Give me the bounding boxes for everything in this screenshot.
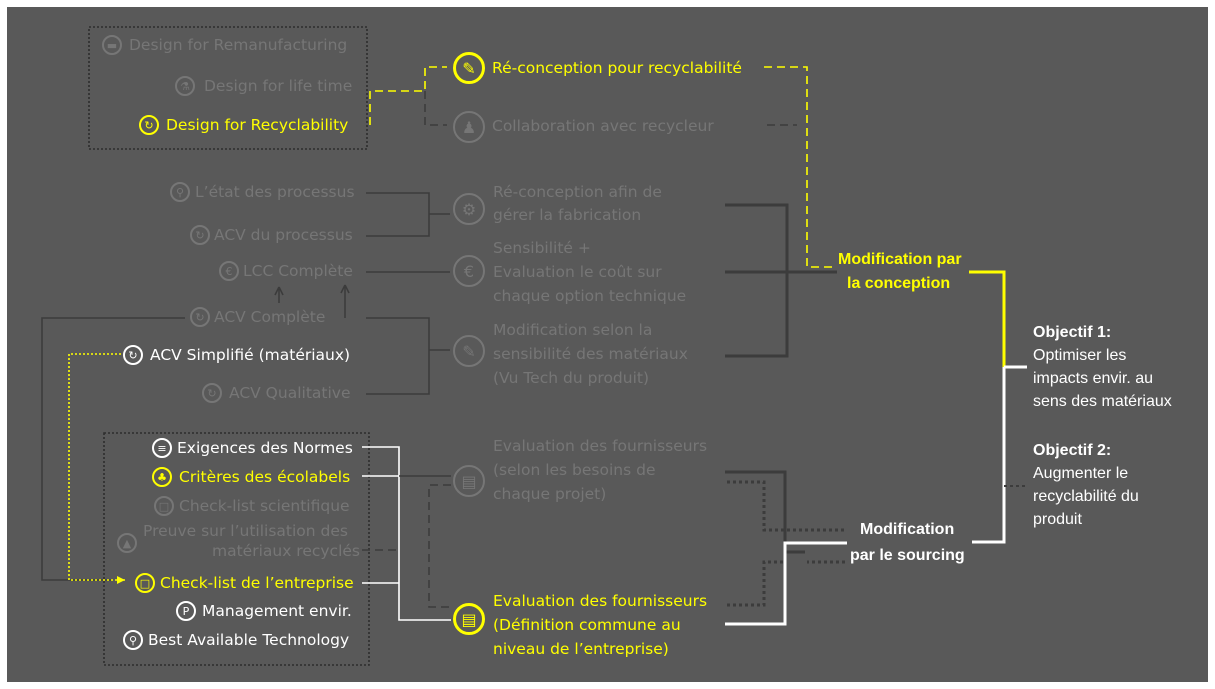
fabrication-line-1: Ré-conception afin de: [493, 183, 662, 201]
modification-sourcing-line-1: Modification: [860, 521, 955, 538]
best-available-technology-label: Best Available Technology: [148, 631, 350, 649]
euro-action-icon: €: [453, 255, 485, 287]
objectif-1-title: Objectif 1:: [1033, 324, 1112, 341]
document-lines-icon: ≡: [152, 438, 172, 458]
acv-qualitative-icon: ↻: [202, 383, 222, 403]
sensibilite-line-1: Sensibilité +: [493, 239, 591, 257]
eval-projet-line-3: chaque projet): [493, 485, 607, 503]
pencil-dim-icon: ✎: [453, 335, 485, 367]
objectif-2-line-3: produit: [1033, 511, 1082, 528]
preuve-line-2: matériaux recyclés: [211, 542, 360, 560]
eval-commune-line-3: niveau de l’entreprise): [493, 640, 669, 658]
diagram-canvas: ▬ Design for Remanufacturing ⚗ Design fo…: [7, 7, 1208, 682]
acv-simplifie-label: ACV Simplifié (matériaux): [150, 346, 351, 364]
eval-projet-line-2: (selon les besoins de: [493, 461, 656, 479]
materiaux-line-2: sensibilité des matériaux: [493, 345, 688, 363]
sourcing-dim-connectors: [725, 470, 805, 554]
objectif-1-line-1: Optimiser les: [1033, 347, 1127, 364]
gears-icon: ⚙: [453, 193, 485, 225]
fabrication-line-2: gérer la fabrication: [493, 206, 642, 224]
criteria-group-box: [103, 432, 370, 666]
checklist-scientifique-icon: □: [154, 496, 174, 516]
eval-projet-line-1: Evaluation des fournisseurs: [493, 437, 708, 455]
management-icon: P: [176, 601, 196, 621]
sensibilite-line-2: Evaluation le coût sur: [493, 263, 662, 281]
sourcing-connector: [725, 541, 847, 626]
euro-icon: €: [219, 261, 239, 281]
modification-conception-line-1: Modification par: [838, 251, 962, 268]
clipboard-dim-icon: ▤: [453, 465, 485, 497]
acv-processus-icon: ↻: [190, 225, 210, 245]
collaboration-recycleur-label: Collaboration avec recycleur: [492, 117, 714, 135]
remanufacturing-icon: ▬: [102, 35, 122, 55]
etat-processus-label: L’état des processus: [195, 183, 355, 201]
objective-bracket: [969, 270, 1027, 544]
design-remanufacturing-label: Design for Remanufacturing: [129, 36, 348, 54]
objectif-1-line-3: sens des matériaux: [1033, 393, 1172, 410]
design-recyclability-label: Design for Recyclability: [166, 116, 349, 134]
management-envir-label: Management envir.: [202, 602, 352, 620]
modification-sourcing-line-2: par le sourcing: [850, 547, 965, 564]
acv-processus-label: ACV du processus: [214, 226, 353, 244]
lcc-complete-label: LCC Complète: [243, 262, 353, 280]
ecolabel-icon: ♣: [152, 467, 172, 487]
reconception-recyclabilite-label: Ré-conception pour recyclabilité: [492, 59, 742, 77]
people-icon: ♟: [453, 111, 485, 143]
clipboard-icon: ▤: [453, 603, 485, 635]
acv-complete-label: ACV Complète: [214, 308, 326, 326]
eval-commune-line-1: Evaluation des fournisseurs: [493, 592, 708, 610]
criteria-connectors: [362, 446, 451, 621]
objectif-2-line-2: recyclabilité du: [1033, 488, 1139, 505]
modification-conception-line-2: la conception: [847, 275, 951, 292]
thumbs-up-icon: ▲: [117, 533, 137, 553]
objectif-1-line-2: impacts envir. au: [1033, 370, 1154, 387]
sensibilite-line-3: chaque option technique: [493, 287, 687, 305]
flask-icon: ⚲: [123, 630, 143, 650]
preuve-line-1: Preuve sur l’utilisation des: [143, 522, 348, 540]
materiaux-line-3: (Vu Tech du produit): [493, 369, 650, 387]
design-life-time-label: Design for life time: [204, 77, 353, 95]
checklist-scientifique-label: Check-list scientifique: [179, 497, 350, 515]
acv-simplifie-icon: ↻: [123, 345, 143, 365]
objectif-2-line-1: Augmenter le: [1033, 465, 1129, 482]
recycle-icon: ↻: [139, 115, 159, 135]
collaboration-connector: [424, 91, 797, 126]
acv-qualitative-label: ACV Qualitative: [229, 384, 351, 402]
checklist-entreprise-icon: □: [135, 573, 155, 593]
materiaux-line-1: Modification selon la: [493, 321, 653, 339]
life-time-icon: ⚗: [175, 76, 195, 96]
checklist-entreprise-label: Check-list de l’entreprise: [160, 574, 354, 592]
exigences-normes-label: Exigences des Normes: [177, 439, 353, 457]
pencil-icon: ✎: [453, 52, 485, 84]
criteres-ecolabels-label: Critères des écolabels: [179, 468, 351, 486]
recyclability-connector: [369, 66, 837, 268]
acv-complete-icon: ↻: [190, 307, 210, 327]
eval-commune-line-2: (Définition commune au: [493, 616, 681, 634]
magnifier-icon: ⚲: [170, 182, 190, 202]
objectif-2-title: Objectif 2:: [1033, 442, 1112, 459]
connector-lines: [41, 26, 1027, 666]
acv-simplifie-connector: [68, 353, 125, 581]
process-bracket: [725, 203, 837, 358]
